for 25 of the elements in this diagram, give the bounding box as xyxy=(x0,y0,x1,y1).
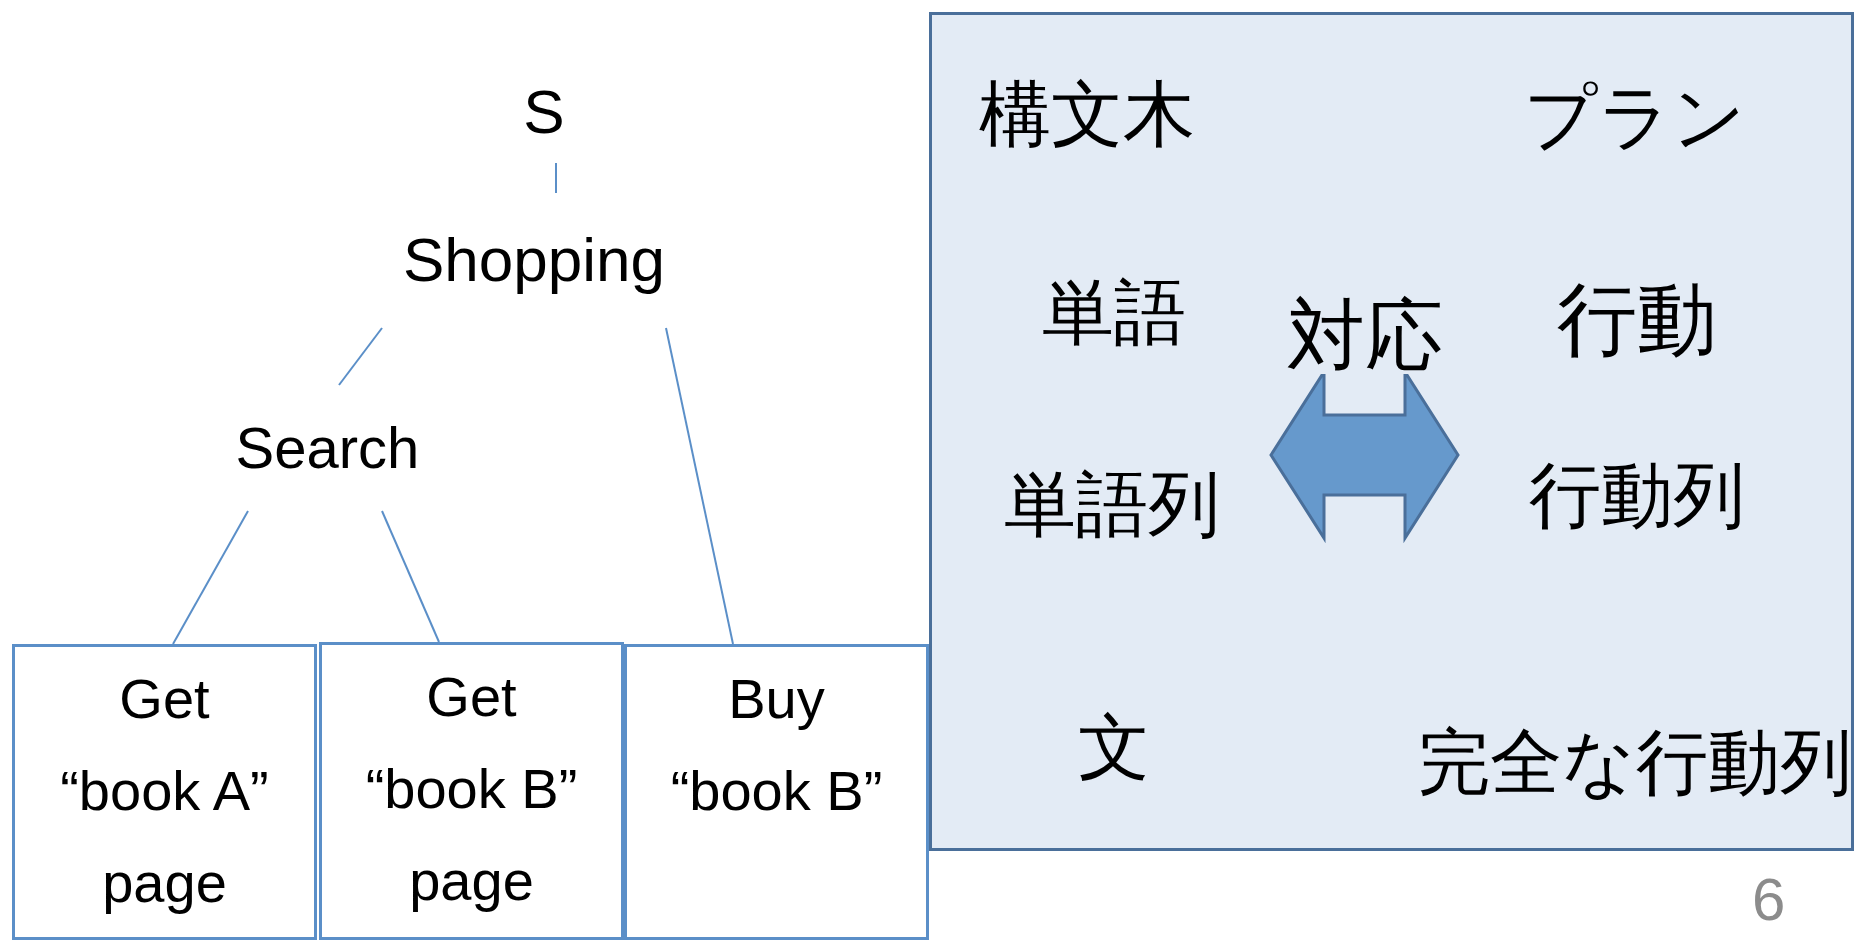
page-box xyxy=(624,644,929,940)
concept-label: 文 xyxy=(1078,708,1150,788)
page-label: Get “book B” page xyxy=(364,664,579,914)
tree-line xyxy=(555,162,557,194)
page-box xyxy=(12,644,317,940)
page-label: Buy “book B” xyxy=(669,666,884,824)
tree-line xyxy=(338,327,383,386)
concept-label: 単語 xyxy=(1042,273,1186,353)
concept-label: 行動 xyxy=(1557,276,1717,364)
concept-label: プラン xyxy=(1524,78,1746,158)
tree-line xyxy=(381,510,440,643)
concept-label: 行動列 xyxy=(1529,456,1745,536)
concept-label: 完全な行動列 xyxy=(1418,723,1852,803)
concept-label: 単語列 xyxy=(1004,465,1220,545)
edge-label: 対応 xyxy=(1286,296,1443,374)
page-label: Get “book A” page xyxy=(59,666,270,916)
tree-line xyxy=(172,510,249,645)
info-panel xyxy=(929,12,1854,851)
concept-label: 構文木 xyxy=(979,75,1195,155)
tree-node-label: Search xyxy=(235,416,420,480)
tree-node-label: S xyxy=(523,78,565,147)
tree-node-label: Shopping xyxy=(403,226,665,295)
tree-line xyxy=(665,327,734,645)
page-number: 6 xyxy=(1752,870,1786,930)
page-box xyxy=(319,642,624,940)
